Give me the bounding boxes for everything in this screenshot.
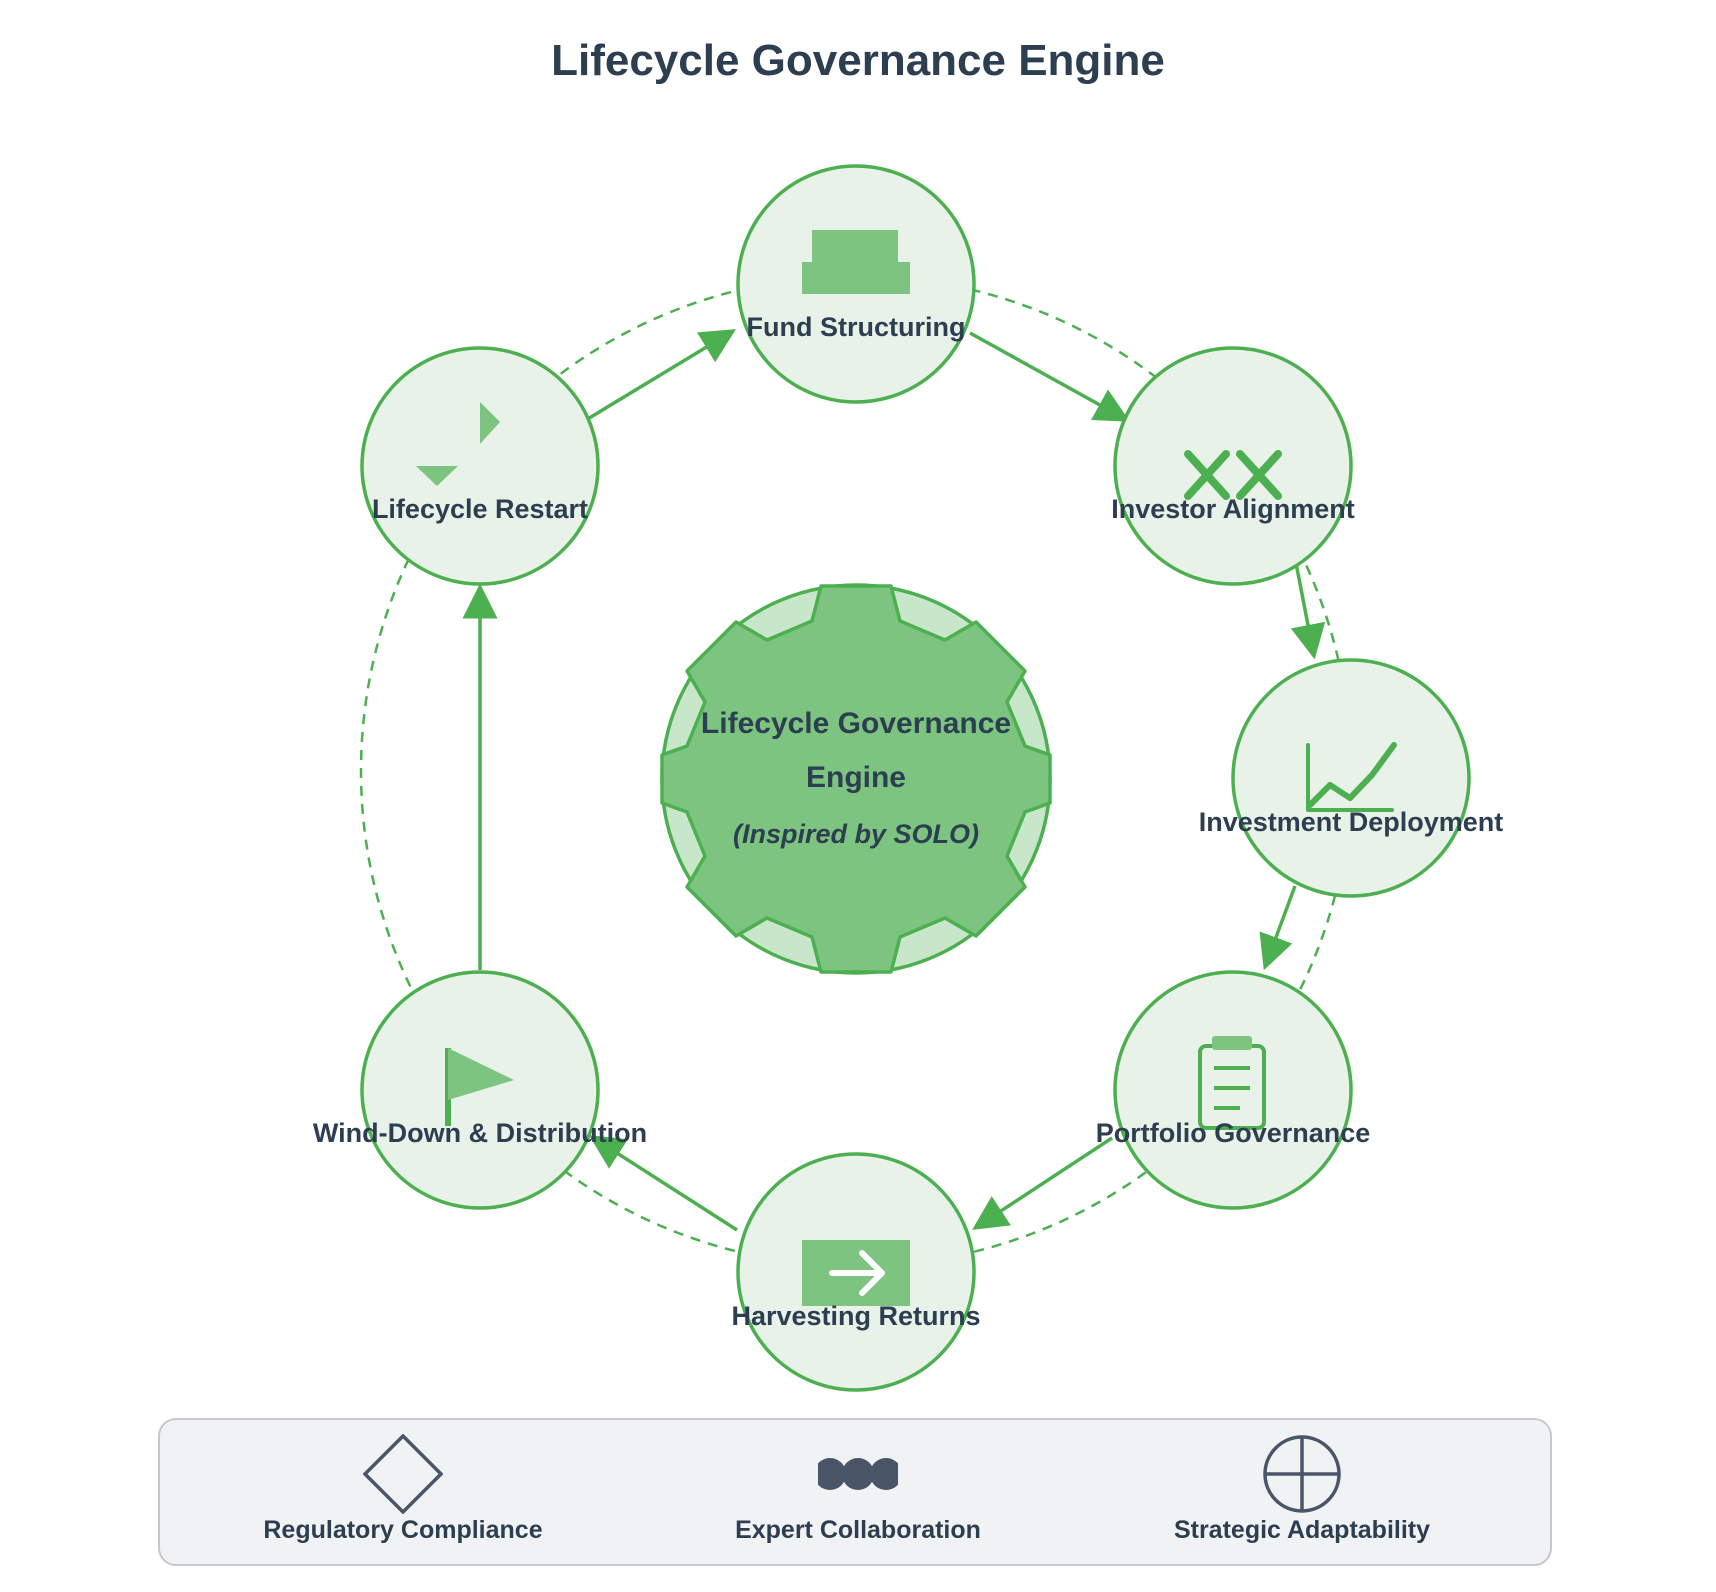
stage-label: Harvesting Returns (731, 1301, 980, 1331)
three-dots-icon (818, 1458, 898, 1490)
legend-item-regulatory-compliance: Regulatory Compliance (223, 1420, 583, 1568)
legend-label: Strategic Adaptability (1173, 1516, 1431, 1544)
clipboard-icon (1198, 1036, 1266, 1130)
center-subtitle: (Inspired by SOLO) (733, 819, 979, 849)
line-chart-icon (1306, 742, 1397, 812)
legend-label: Expert Collaboration (735, 1516, 981, 1544)
legend-label: Regulatory Compliance (263, 1516, 543, 1544)
flag-icon (445, 1048, 514, 1126)
stage-fund-structuring[interactable]: Fund Structuring (736, 164, 976, 404)
stage-label: Wind-Down & Distribution (313, 1118, 647, 1148)
legend-item-strategic-adaptability: Strategic Adaptability (1122, 1420, 1482, 1568)
stage-node-circle (360, 346, 600, 586)
page-title: Lifecycle Governance Engine (551, 36, 1165, 85)
stage-investor-alignment[interactable]: Investor Alignment (1111, 346, 1355, 586)
arrow-box-icon (802, 1240, 910, 1306)
arrow-harvesting-to-winddown (589, 1135, 738, 1232)
center-hub-gear (660, 584, 1052, 974)
arrow-fund-to-investor (969, 331, 1131, 422)
flow-arrows (462, 329, 1326, 1232)
arrow-portfolio-to-harvesting (972, 1136, 1113, 1230)
stage-portfolio-governance[interactable]: Portfolio Governance (1096, 970, 1371, 1210)
legend-item-expert-collaboration: Expert Collaboration (678, 1420, 1038, 1568)
chain-link-icon (1184, 450, 1282, 500)
stage-wind-down-distribution[interactable]: Wind-Down & Distribution (313, 970, 647, 1210)
center-hub: Lifecycle Governance Engine (Inspired by… (660, 583, 1052, 975)
arrow-investor-to-deployment (1290, 562, 1326, 660)
arrow-restart-to-fund (585, 329, 736, 422)
stage-label: Fund Structuring (747, 312, 966, 342)
crosshair-circle-icon (1263, 1435, 1341, 1513)
building-icon (802, 230, 910, 294)
stage-label: Portfolio Governance (1096, 1118, 1371, 1148)
stage-node-circle (1231, 658, 1471, 898)
arrow-deployment-to-portfolio (1259, 885, 1297, 971)
stage-investment-deployment[interactable]: Investment Deployment (1199, 658, 1504, 898)
stage-lifecycle-restart[interactable]: Lifecycle Restart (360, 346, 600, 586)
stage-label: Lifecycle Restart (372, 494, 588, 524)
lifecycle-diagram: Lifecycle Governance Engine (Inspired by… (313, 164, 1504, 1392)
center-title-line1: Lifecycle Governance (701, 707, 1011, 740)
stage-label: Investor Alignment (1111, 494, 1355, 524)
center-title-line2: Engine (806, 761, 906, 794)
diamond-icon (363, 1434, 443, 1514)
restart-icon (416, 402, 500, 486)
stage-label: Investment Deployment (1199, 807, 1504, 837)
stage-node-circle (1113, 346, 1353, 586)
legend-panel: Regulatory Compliance Expert Collaborati… (158, 1418, 1552, 1566)
stage-harvesting-returns[interactable]: Harvesting Returns (731, 1152, 981, 1392)
